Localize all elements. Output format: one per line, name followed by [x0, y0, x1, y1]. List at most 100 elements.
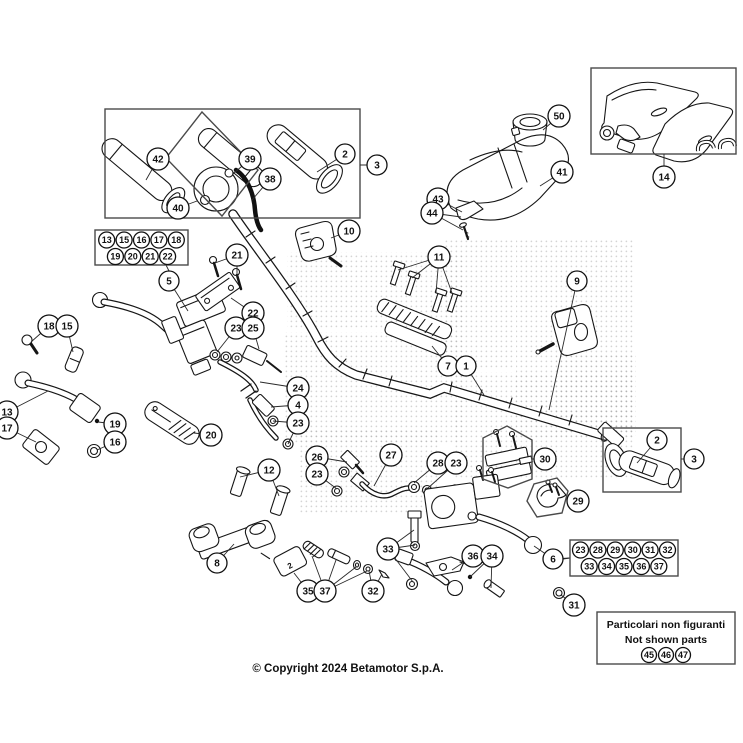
callout-34[interactable]: 34	[480, 544, 504, 568]
callout-circle[interactable]	[257, 458, 281, 482]
callout-23[interactable]: 23	[286, 411, 310, 435]
group-callout-20[interactable]	[124, 247, 142, 266]
callout-15[interactable]: 15	[55, 314, 79, 338]
callout-circle[interactable]	[533, 447, 557, 471]
callout-9[interactable]: 9	[566, 270, 588, 292]
group-callout-30[interactable]	[624, 541, 642, 559]
callout-8[interactable]: 8	[206, 552, 228, 574]
group-callout-37[interactable]	[650, 557, 668, 576]
callout-16[interactable]: 16	[103, 430, 127, 454]
callout-12[interactable]: 12	[257, 458, 281, 482]
callout-circle[interactable]	[225, 243, 249, 267]
callout-circle[interactable]	[562, 593, 586, 617]
callout-circle[interactable]	[420, 201, 444, 225]
not-shown-callout-45[interactable]	[640, 646, 658, 664]
callout-circle[interactable]	[337, 219, 361, 243]
callout-circle[interactable]	[566, 270, 588, 292]
callout-circle[interactable]	[55, 314, 79, 338]
group-callout-13[interactable]	[98, 231, 116, 249]
callout-circle[interactable]	[286, 411, 310, 435]
group-callout-34[interactable]	[597, 557, 616, 576]
callout-circle[interactable]	[158, 270, 180, 292]
callout-circle[interactable]	[542, 548, 564, 570]
group-callout-33[interactable]	[580, 557, 598, 576]
callout-38[interactable]: 38	[258, 167, 282, 191]
callout-circle[interactable]	[550, 160, 574, 184]
callout-circle[interactable]	[455, 355, 477, 377]
group-callout-15[interactable]	[115, 231, 133, 249]
group-callout-19[interactable]	[106, 247, 125, 266]
callout-6[interactable]: 6	[542, 548, 564, 570]
callout-circle[interactable]	[238, 147, 262, 171]
callout-circle[interactable]	[379, 443, 403, 467]
group-callout-17[interactable]	[150, 231, 168, 249]
callout-32[interactable]: 32	[361, 579, 385, 603]
callout-40[interactable]: 40	[166, 196, 190, 220]
group-callout-22[interactable]	[158, 247, 177, 266]
callout-2[interactable]: 2	[646, 429, 668, 451]
group-callout-28[interactable]	[589, 541, 607, 559]
callout-circle[interactable]	[0, 416, 19, 440]
callout-circle[interactable]	[683, 448, 705, 470]
callout-27[interactable]: 27	[379, 443, 403, 467]
callout-31[interactable]: 31	[562, 593, 586, 617]
callout-1[interactable]: 1	[455, 355, 477, 377]
callout-circle[interactable]	[146, 147, 170, 171]
callout-circle[interactable]	[241, 316, 265, 340]
callout-14[interactable]: 14	[652, 165, 676, 189]
callout-29[interactable]: 29	[566, 489, 590, 513]
callout-circle[interactable]	[334, 143, 356, 165]
callout-23[interactable]: 23	[224, 316, 248, 340]
not-shown-callout-47[interactable]	[674, 646, 692, 664]
callout-44[interactable]: 44	[420, 201, 444, 225]
callout-33[interactable]: 33	[376, 537, 400, 561]
not-shown-callout-46[interactable]	[657, 646, 675, 664]
callout-30[interactable]: 30	[533, 447, 557, 471]
callout-circle[interactable]	[444, 451, 468, 475]
callout-36[interactable]: 36	[461, 544, 485, 568]
callout-3[interactable]: 3	[683, 448, 705, 470]
group-callout-16[interactable]	[132, 231, 151, 249]
group-callout-21[interactable]	[141, 247, 159, 266]
group-callout-18[interactable]	[167, 231, 185, 249]
callout-circle[interactable]	[206, 552, 228, 574]
callout-42[interactable]: 42	[146, 147, 170, 171]
callout-23[interactable]: 23	[444, 451, 468, 475]
callout-circle[interactable]	[313, 579, 337, 603]
callout-circle[interactable]	[103, 430, 127, 454]
callout-circle[interactable]	[166, 196, 190, 220]
callout-23[interactable]: 23	[305, 462, 329, 486]
group-callout-35[interactable]	[615, 557, 633, 576]
callout-circle[interactable]	[646, 429, 668, 451]
group-callout-32[interactable]	[658, 541, 677, 559]
group-callout-23[interactable]	[571, 541, 590, 559]
callout-50[interactable]: 50	[547, 104, 571, 128]
callout-circle[interactable]	[547, 104, 571, 128]
callout-circle[interactable]	[427, 245, 451, 269]
callout-11[interactable]: 11	[427, 245, 451, 269]
callout-circle[interactable]	[652, 165, 676, 189]
group-callout-31[interactable]	[641, 541, 659, 559]
callout-5[interactable]: 5	[158, 270, 180, 292]
callout-21[interactable]: 21	[225, 243, 249, 267]
callout-17[interactable]: 17	[0, 416, 19, 440]
callout-circle[interactable]	[376, 537, 400, 561]
callout-25[interactable]: 25	[241, 316, 265, 340]
callout-37[interactable]: 37	[313, 579, 337, 603]
callout-circle[interactable]	[366, 154, 388, 176]
callout-circle[interactable]	[480, 544, 504, 568]
group-callout-36[interactable]	[632, 557, 651, 576]
callout-20[interactable]: 20	[199, 423, 223, 447]
callout-7[interactable]: 7	[437, 355, 459, 377]
callout-circle[interactable]	[566, 489, 590, 513]
callout-2[interactable]: 2	[334, 143, 356, 165]
callout-19[interactable]: 19	[103, 412, 127, 436]
callout-3[interactable]: 3	[366, 154, 388, 176]
group-callout-29[interactable]	[606, 541, 624, 559]
callout-circle[interactable]	[305, 462, 329, 486]
callout-39[interactable]: 39	[238, 147, 262, 171]
callout-41[interactable]: 41	[550, 160, 574, 184]
callout-circle[interactable]	[199, 423, 223, 447]
callout-circle[interactable]	[258, 167, 282, 191]
callout-circle[interactable]	[361, 579, 385, 603]
